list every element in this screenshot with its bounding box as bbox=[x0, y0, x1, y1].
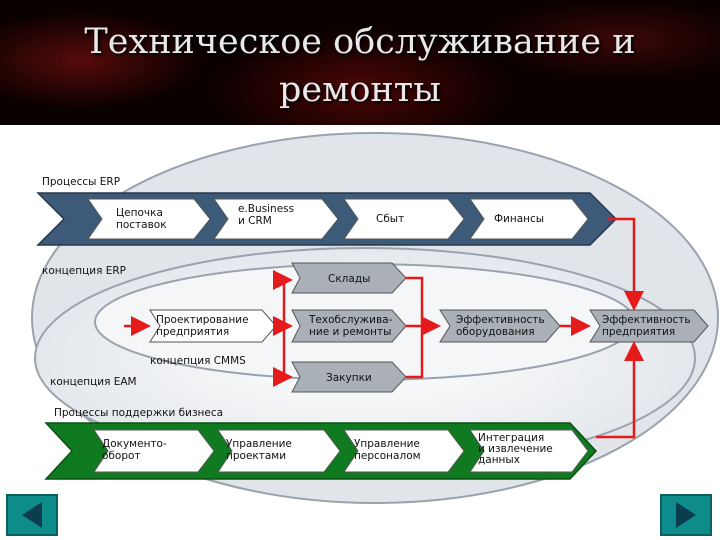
design-node bbox=[149, 309, 277, 343]
slide-title: Техническое обслуживание и ремонты bbox=[84, 22, 636, 110]
design-label-l1: Проектирование bbox=[156, 314, 249, 326]
erp-step-label-l1: Цепочка bbox=[116, 207, 163, 219]
maintenance-label: Техобслужива-ние и ремонты bbox=[308, 314, 393, 338]
erp-step-label-l1: e.Business bbox=[238, 203, 294, 215]
next-arrow-icon bbox=[676, 502, 696, 528]
support-step-label-l1: Управление bbox=[354, 438, 420, 450]
enterprise-efficiency-label-l1: Эффективность bbox=[602, 314, 691, 326]
erp-step bbox=[469, 198, 589, 240]
erp-step bbox=[87, 198, 211, 240]
support-step-label-l2: оборот bbox=[102, 450, 141, 462]
warehouses-label: Склады bbox=[328, 273, 370, 285]
prev-slide-button[interactable] bbox=[6, 494, 58, 536]
cmms-concept-label: концепция CMMS bbox=[150, 355, 246, 367]
warehouses-node bbox=[291, 262, 407, 294]
erp-step-label-l1: Сбыт bbox=[376, 213, 404, 225]
support-step-label-l1: Интеграция bbox=[478, 432, 544, 444]
maintenance-label-l2: ние и ремонты bbox=[309, 326, 391, 338]
support-step-label-l1: Документо- bbox=[102, 438, 167, 450]
erp-concept-label: концепция ERP bbox=[42, 265, 126, 277]
erp-step-label-l1: Финансы bbox=[494, 213, 544, 225]
erp-step bbox=[343, 198, 465, 240]
erp-step bbox=[213, 198, 339, 240]
maintenance-label-l1: Техобслужива- bbox=[308, 314, 393, 326]
flow-arrows bbox=[124, 217, 644, 439]
erp-step-label-l2: и CRM bbox=[238, 215, 272, 227]
support-step-label-l3: данных bbox=[478, 454, 520, 466]
erp-step-label-l2: поставок bbox=[116, 219, 167, 231]
prev-arrow-icon bbox=[22, 502, 42, 528]
purchases-label: Закупки bbox=[326, 372, 372, 384]
support-step-label-l1: Управление bbox=[226, 438, 292, 450]
next-slide-button[interactable] bbox=[660, 494, 712, 536]
equipment-efficiency-label-l2: оборудования bbox=[456, 326, 535, 338]
enterprise-efficiency-node bbox=[589, 309, 709, 343]
support-step bbox=[93, 429, 215, 473]
erp-step-label: Финансы bbox=[494, 213, 544, 225]
support-step-label-l2: проектами bbox=[226, 450, 286, 462]
maintenance-node bbox=[291, 309, 407, 343]
support-step-label: Документо-оборот bbox=[102, 438, 167, 462]
title-banner: Техническое обслуживание и ремонты bbox=[0, 0, 720, 125]
enterprise-efficiency-label-l2: предприятия bbox=[602, 326, 675, 338]
support-step bbox=[343, 429, 465, 473]
support-step bbox=[469, 429, 589, 473]
design-label-l2: предприятия bbox=[156, 326, 229, 338]
erp-step-label: Сбыт bbox=[376, 213, 404, 225]
support-step-label-l2: персоналом bbox=[354, 450, 421, 462]
eam-concept-label: концепция EAM bbox=[50, 376, 137, 388]
equipment-efficiency-node bbox=[439, 309, 561, 343]
support-processes-label: Процессы поддержки бизнеса bbox=[54, 407, 223, 419]
equipment-efficiency-label-l1: Эффективность bbox=[456, 314, 545, 326]
erp-processes-label: Процессы ERP bbox=[42, 176, 120, 188]
purchases-node bbox=[291, 361, 407, 393]
support-step bbox=[217, 429, 341, 473]
support-step-label-l2: и извлечение bbox=[478, 443, 553, 455]
